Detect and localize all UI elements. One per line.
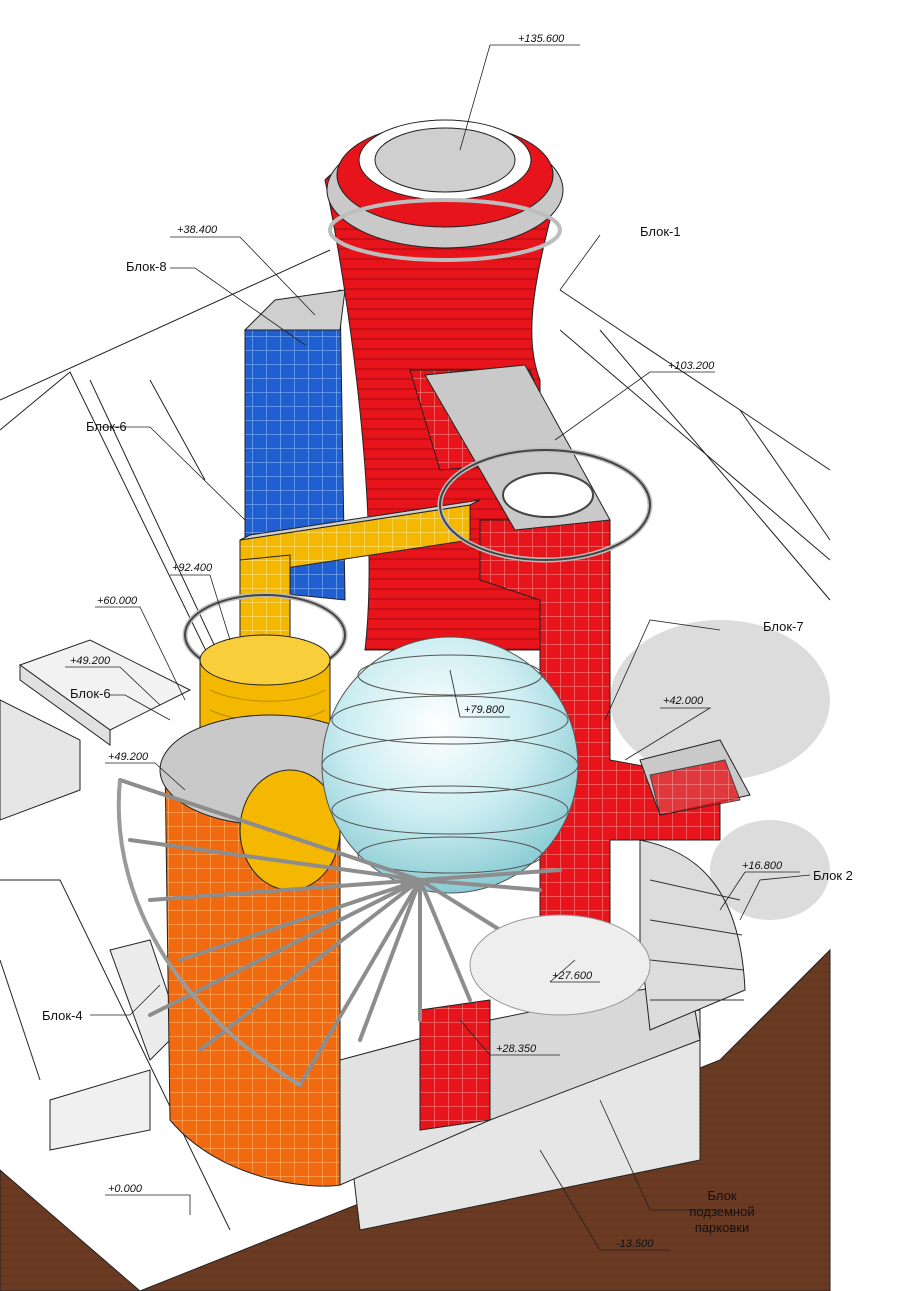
- label-block-2: Блок 2: [813, 868, 853, 883]
- elev-135600: +135.600: [518, 33, 565, 45]
- elev-38400: +38.400: [177, 224, 218, 236]
- block-2: [639, 839, 746, 1031]
- leader-lines: [65, 44, 811, 1251]
- fan-spokes: [118, 778, 562, 1087]
- glass-sphere: [321, 636, 579, 894]
- elev-16800: +16.800: [742, 860, 783, 872]
- courtyard-ellipse: [469, 914, 651, 1016]
- label-block-8: Блок-8: [126, 259, 167, 274]
- label-block-7: Блок-7: [763, 619, 804, 634]
- elev-27600: +27.600: [552, 970, 593, 982]
- elev-49200-a: +49.200: [70, 655, 111, 667]
- elev-60000: +60.000: [97, 595, 138, 607]
- elev-42000: +42.000: [663, 695, 704, 707]
- elev-minus-13500: -13.500: [616, 1238, 654, 1250]
- label-block-1: Блок-1: [640, 224, 681, 239]
- elev-28350: +28.350: [496, 1043, 537, 1055]
- block-7-canopy: [639, 739, 751, 816]
- elev-49200-b: +49.200: [108, 751, 149, 763]
- elev-0000: +0.000: [108, 1183, 143, 1195]
- elev-92400: +92.400: [172, 562, 213, 574]
- helipad-rings: [182, 447, 653, 678]
- elev-103200: +103.200: [668, 360, 715, 372]
- label-parking-line1: Блок: [707, 1188, 736, 1203]
- label-block-6-upper: Блок-6: [86, 419, 127, 434]
- label-parking-line2: подземной: [689, 1204, 754, 1219]
- ground-shadows: [610, 620, 830, 920]
- block-8-tower: [243, 289, 346, 601]
- label-block-6-lower: Блок-6: [70, 686, 111, 701]
- neighbor-buildings: [0, 639, 192, 1151]
- label-block-4: Блок-4: [42, 1008, 83, 1023]
- fan-arc: [116, 779, 302, 1087]
- elev-79800: +79.800: [464, 704, 505, 716]
- parking-block: [339, 979, 701, 1186]
- label-parking-line3: парковки: [695, 1220, 749, 1235]
